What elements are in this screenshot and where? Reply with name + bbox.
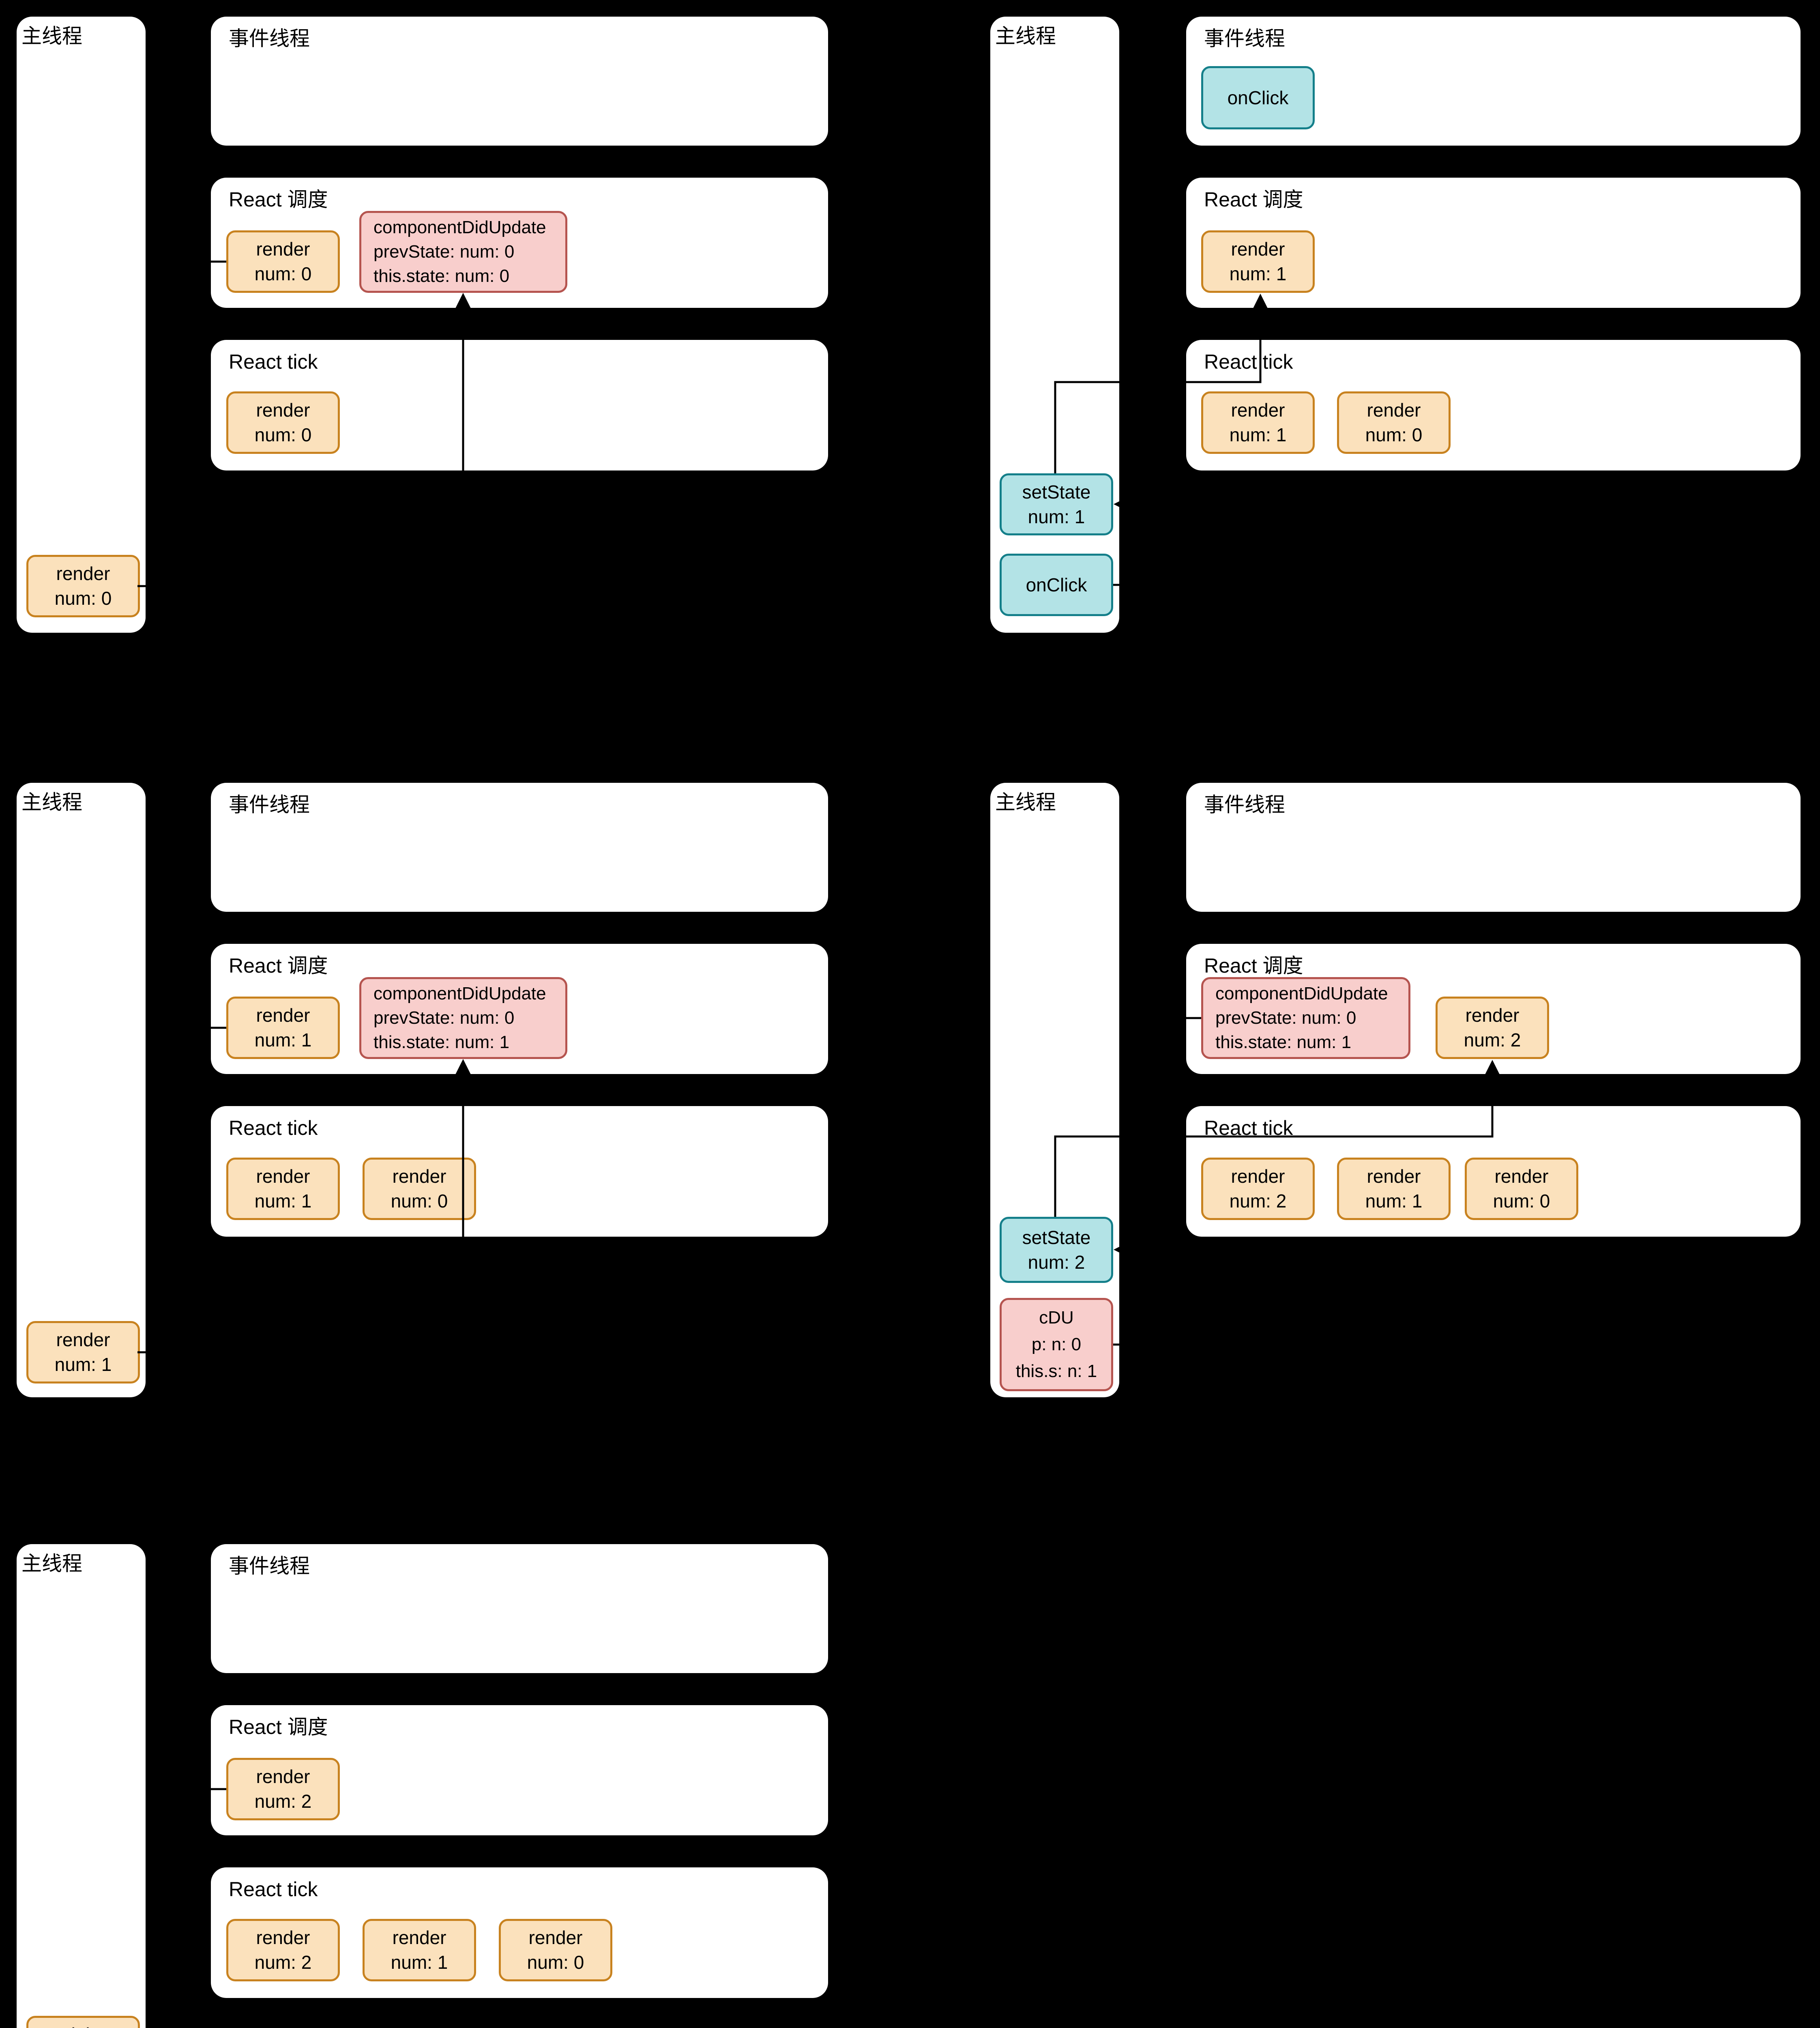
- react-scheduler-label: React 调度: [229, 1716, 328, 1738]
- render-box: render num: 1: [1337, 1158, 1451, 1220]
- render-box: render num: 1: [226, 1158, 340, 1220]
- onclick-box: onClick: [1000, 554, 1113, 616]
- main-thread-column: 主线程: [990, 17, 1119, 633]
- react-tick-label: React tick: [229, 1878, 318, 1901]
- event-thread-box: 事件线程: [211, 17, 828, 146]
- react-tick-label: React tick: [1204, 1117, 1293, 1139]
- render-box: render num: 2: [226, 1919, 340, 1981]
- event-thread-label: 事件线程: [1204, 27, 1285, 50]
- lifecycle-box: componentDidUpdate prevState: num: 0 thi…: [359, 977, 567, 1059]
- react-scheduler-label: React 调度: [1204, 954, 1303, 977]
- render-box: render num: 1: [26, 1321, 140, 1384]
- render-box: render num: 2: [226, 1758, 340, 1820]
- render-box: render num: 0: [226, 230, 340, 293]
- main-thread-label: 主线程: [21, 791, 82, 814]
- react-tick-label: React tick: [229, 350, 318, 373]
- main-thread-label: 主线程: [21, 1552, 82, 1575]
- main-thread-label: 主线程: [995, 25, 1056, 47]
- react-scheduler-label: React 调度: [229, 954, 328, 977]
- onclick-box: onClick: [1201, 66, 1315, 129]
- render-box: render num: 0: [226, 391, 340, 454]
- main-thread-label: 主线程: [21, 25, 82, 47]
- lifecycle-box: componentDidUpdate prevState: num: 0 thi…: [1201, 977, 1410, 1059]
- event-thread-label: 事件线程: [229, 27, 310, 50]
- event-thread-label: 事件线程: [229, 1555, 310, 1577]
- render-box: render num: 0: [363, 1158, 476, 1220]
- render-box: render num: 0: [26, 555, 140, 617]
- render-box: render num: 2: [1201, 1158, 1315, 1220]
- event-thread-box: 事件线程: [211, 783, 828, 912]
- render-box: render num: 1: [226, 997, 340, 1059]
- main-thread-column: 主线程: [17, 783, 146, 1397]
- render-box: render num: 1: [1201, 391, 1315, 454]
- render-box: render num: 1: [363, 1919, 476, 1981]
- render-box: render num: 0: [499, 1919, 612, 1981]
- event-thread-box: 事件线程: [1186, 783, 1801, 912]
- setstate-box: setState num: 1: [1000, 473, 1113, 535]
- react-tick-label: React tick: [229, 1117, 318, 1139]
- event-thread-label: 事件线程: [229, 793, 310, 816]
- main-thread-column: 主线程: [17, 1544, 146, 2028]
- setstate-box: setState num: 2: [1000, 1217, 1113, 1283]
- cdu-box: cDU p: n: 0 this.s: n: 1: [1000, 1298, 1113, 1391]
- render-box: render num: 0: [1337, 391, 1451, 454]
- event-thread-label: 事件线程: [1204, 793, 1285, 816]
- render-box: render num: 1: [1201, 230, 1315, 293]
- main-thread-label: 主线程: [995, 791, 1056, 814]
- render-box: render num: 2: [1436, 997, 1549, 1059]
- render-box: render num: 0: [1465, 1158, 1578, 1220]
- react-scheduler-label: React 调度: [1204, 188, 1303, 211]
- react-scheduler-label: React 调度: [229, 188, 328, 211]
- lifecycle-box: componentDidUpdate prevState: num: 0 thi…: [359, 211, 567, 293]
- event-thread-box: 事件线程: [211, 1544, 828, 1673]
- react-tick-label: React tick: [1204, 350, 1293, 373]
- main-thread-column: 主线程: [17, 17, 146, 633]
- paint-box: plaint num: 2: [26, 2016, 140, 2028]
